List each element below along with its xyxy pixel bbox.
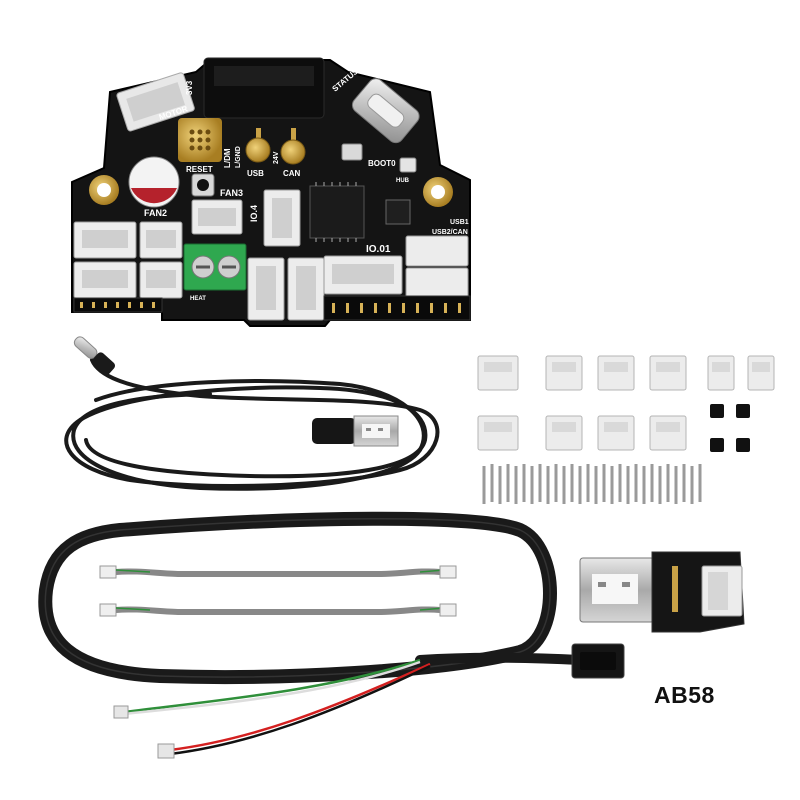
label-io4: IO.4	[249, 205, 259, 222]
label-fan3: FAN3	[220, 188, 243, 198]
jst-cable-1	[99, 565, 457, 579]
usb-c-to-a-cable	[64, 358, 440, 491]
label-24v-top: 24V	[273, 151, 280, 164]
toolhead-board: MOTOR 3V3 STATUS RESET L/DM L/GND	[71, 57, 471, 327]
jumper-caps	[710, 404, 750, 452]
label-bottom-24v-a: 24V	[76, 313, 89, 320]
label-bottom-5v-b: 5V	[150, 313, 159, 320]
label-heat: HEAT	[190, 296, 206, 302]
flat-cable-connector	[571, 643, 625, 679]
label-hub: HUB	[396, 178, 410, 184]
label-bottom-5v-a: 5V	[104, 313, 113, 320]
label-can: CAN	[283, 169, 301, 178]
screw-terminal	[183, 243, 247, 291]
label-3v3: 3V3	[185, 80, 194, 95]
label-io01: IO.01	[366, 244, 391, 255]
flat-umbilical-cable	[38, 511, 585, 684]
jst-cable-2	[99, 603, 457, 617]
dip-switch	[341, 143, 363, 161]
label-lgnd: L/GND	[235, 146, 242, 168]
label-usb2can: USB2/CAN	[432, 229, 468, 236]
mcu-chip	[309, 185, 365, 239]
label-bottom-24v-b: 24V	[120, 313, 133, 320]
small-chip	[385, 199, 411, 225]
label-usb: USB	[247, 169, 264, 178]
gold-trimmers	[245, 128, 306, 165]
usb-c-port	[351, 78, 420, 144]
model-label: AB58	[654, 682, 715, 708]
mount-hole-right	[423, 177, 453, 207]
usb-c-plug	[73, 336, 116, 375]
label-usb1: USB1	[450, 219, 469, 226]
power-leads	[123, 658, 431, 756]
label-ldm: L/DM	[223, 148, 232, 168]
label-reset: RESET	[186, 165, 213, 174]
crimp-terminals	[482, 464, 702, 504]
mount-hole-left	[89, 175, 119, 205]
lead-connector-red	[157, 743, 175, 759]
usb-adapter	[579, 551, 745, 633]
lead-connector-green	[113, 705, 129, 719]
label-fan2: FAN2	[144, 208, 167, 218]
label-boot0: BOOT0	[368, 159, 396, 168]
motor-connector	[116, 72, 195, 132]
usb-a-plug	[312, 415, 399, 447]
